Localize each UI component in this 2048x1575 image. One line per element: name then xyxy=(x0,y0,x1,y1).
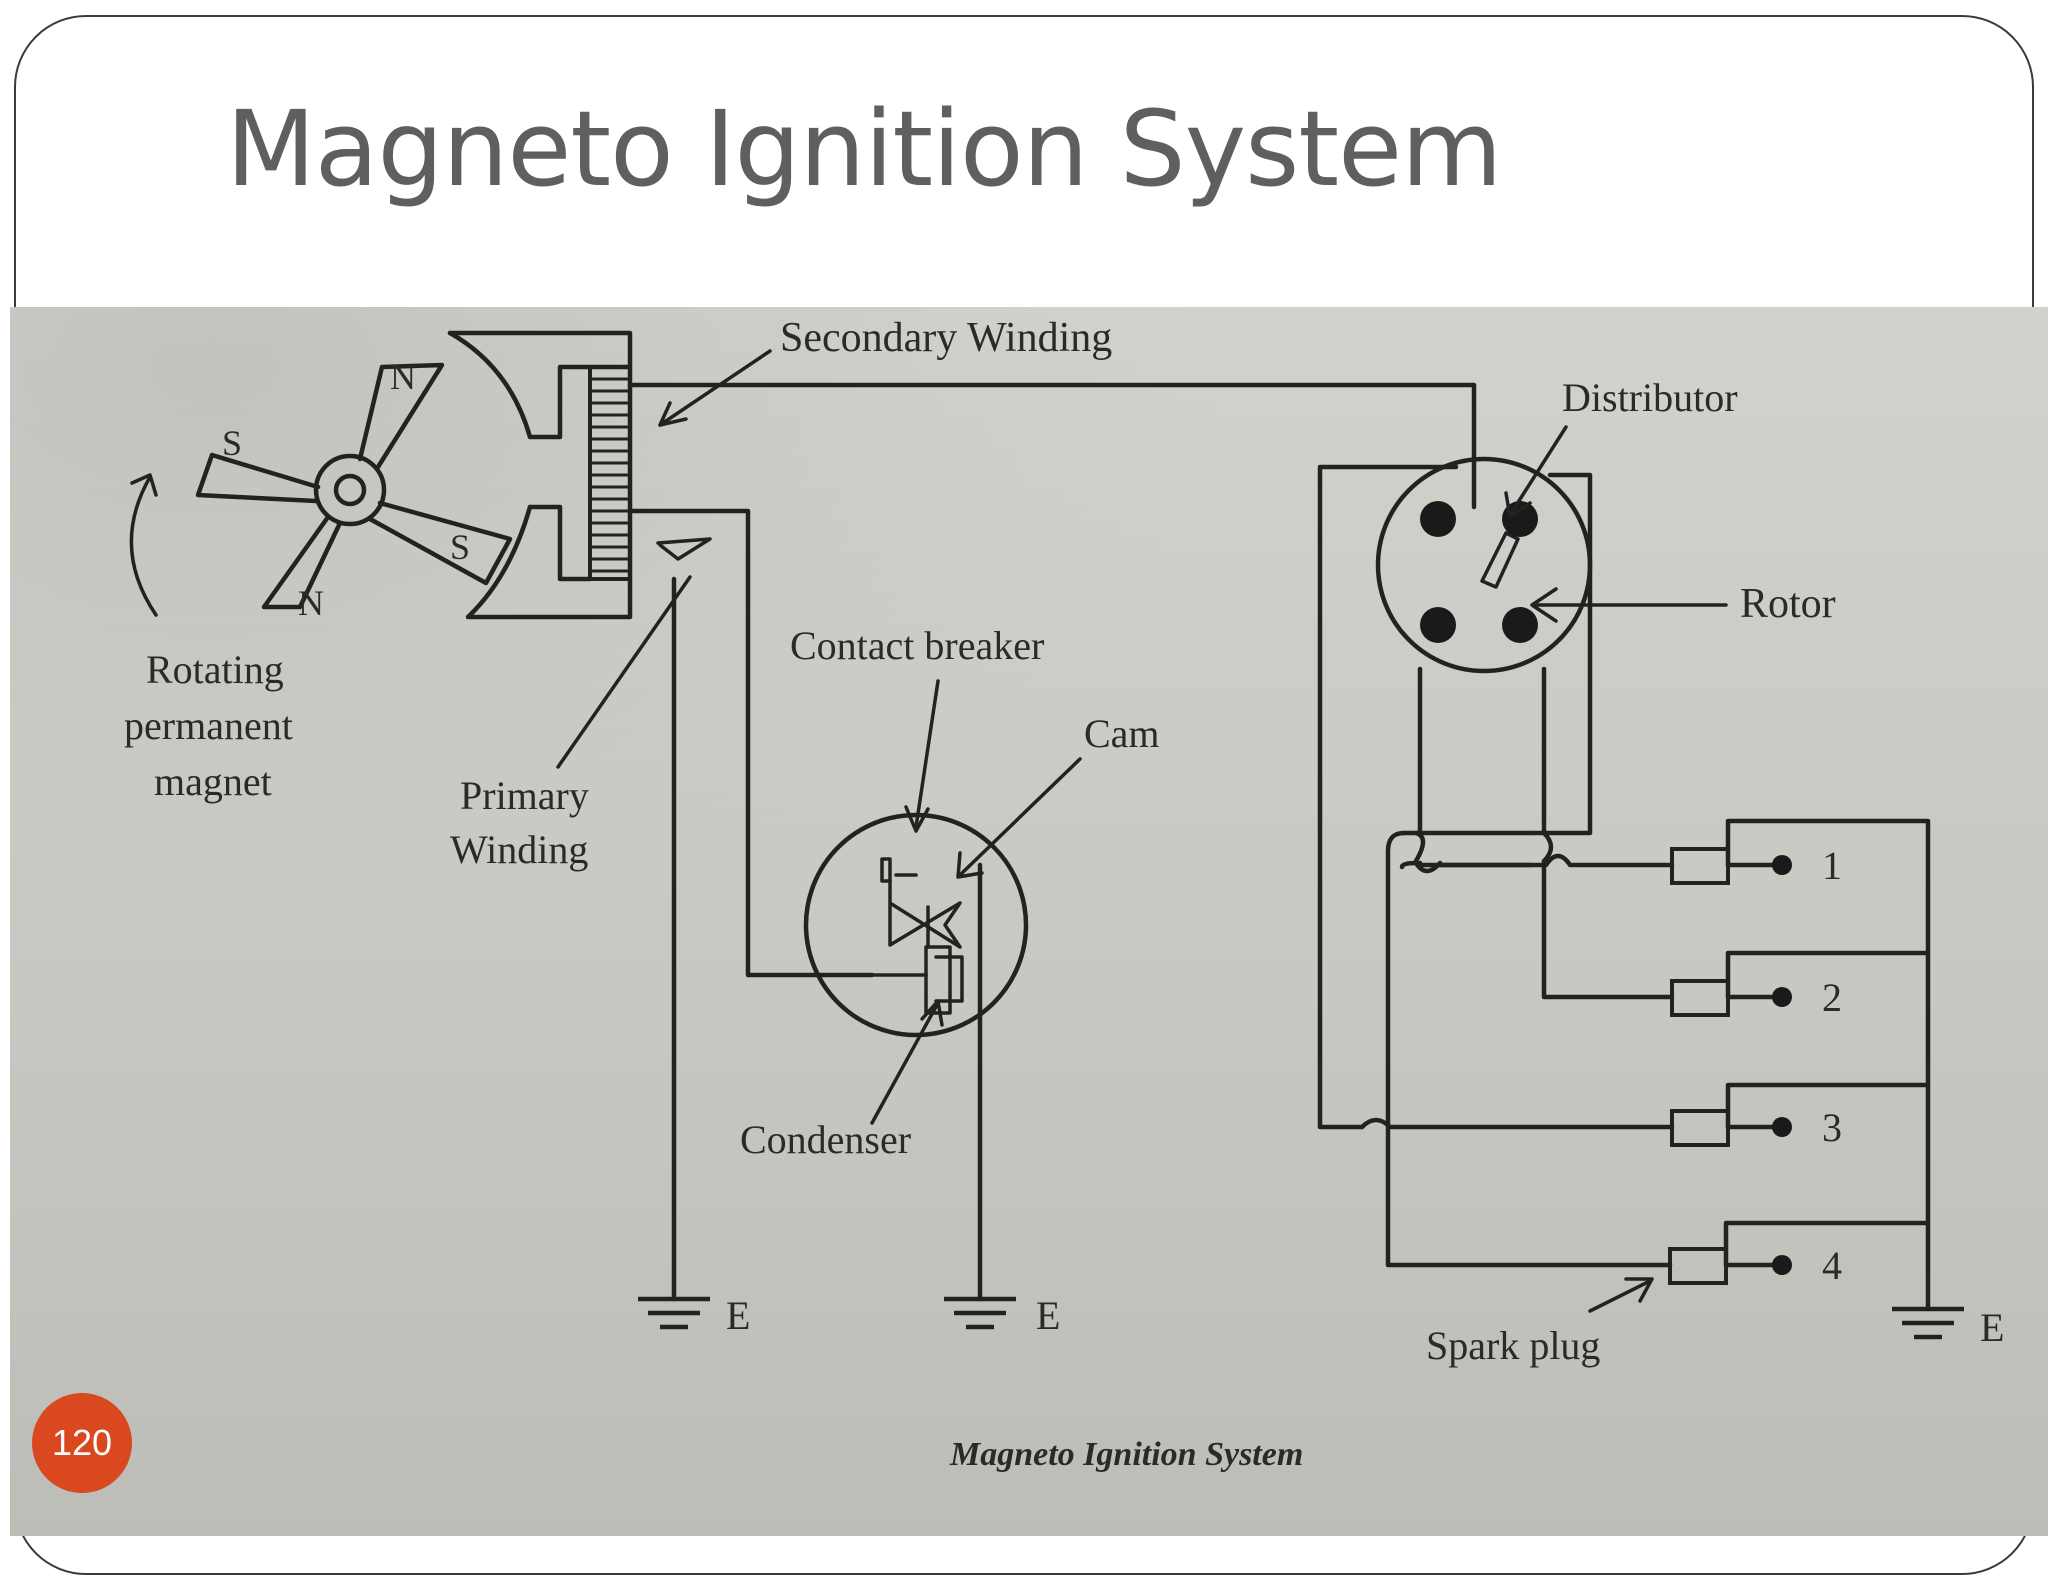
spark-plug-3 xyxy=(1670,1082,1931,1147)
rotating-magnet: N S S N xyxy=(129,357,513,623)
rotation-arrow-icon xyxy=(129,475,158,617)
rotating-magnet-label-1: Rotating xyxy=(146,647,284,692)
ground-symbol-3 xyxy=(1892,1306,1964,1340)
winding-turns xyxy=(590,377,630,573)
pole-s-right: S xyxy=(450,527,470,567)
primary-winding-pointer xyxy=(556,575,692,769)
distributor-assembly xyxy=(1317,456,1673,1268)
cam-label: Cam xyxy=(1084,711,1160,756)
spark-plug-label: Spark plug xyxy=(1426,1323,1600,1368)
spark-plug-1 xyxy=(1670,818,1931,1310)
rotating-magnet-label-2: permanent xyxy=(124,703,293,748)
plug-1-label: 1 xyxy=(1822,843,1842,888)
earth-label-2: E xyxy=(1036,1293,1060,1338)
rotor-arm xyxy=(1480,531,1520,589)
page-number-badge: 120 xyxy=(32,1393,132,1493)
contact-breaker-label: Contact breaker xyxy=(790,623,1044,668)
secondary-winding-pointer xyxy=(658,349,772,427)
slide-title: Magneto Ignition System xyxy=(226,88,1502,210)
magneto-ignition-diagram: N S S N Rotating permanent magnet xyxy=(10,307,2048,1536)
primary-lead xyxy=(627,508,875,978)
ground-symbol-2 xyxy=(944,1296,1016,1330)
pole-n-top: N xyxy=(390,357,416,397)
rotor-label: Rotor xyxy=(1740,581,1836,627)
pole-s-left: S xyxy=(222,423,242,463)
cam-pointer xyxy=(958,757,1082,877)
contact-breaker-assembly xyxy=(803,812,1029,1302)
contact-breaker-pointer xyxy=(914,679,940,829)
plug-4-label: 4 xyxy=(1822,1243,1842,1288)
primary-winding-label-2: Winding xyxy=(450,827,588,872)
spark-plug-pointer xyxy=(1588,1279,1652,1313)
earth-label-1: E xyxy=(726,1293,750,1338)
plug-3-label: 3 xyxy=(1822,1105,1842,1150)
plug-2-label: 2 xyxy=(1822,975,1842,1020)
distributor-label: Distributor xyxy=(1562,375,1738,420)
rotating-magnet-label-3: magnet xyxy=(154,759,272,804)
secondary-winding-label: Secondary Winding xyxy=(780,315,1112,361)
diagram-photo: N S S N Rotating permanent magnet xyxy=(10,307,2048,1536)
distributor-pointer xyxy=(1508,425,1568,517)
pole-n-bottom: N xyxy=(298,583,324,623)
condenser-pointer xyxy=(870,1001,940,1125)
secondary-lead xyxy=(627,382,1477,510)
armature-coil xyxy=(447,330,633,620)
spark-plug-2 xyxy=(1670,950,1931,1017)
diagram-caption: Magneto Ignition System xyxy=(949,1436,1303,1473)
spark-plug-4 xyxy=(1668,1220,1931,1285)
primary-winding-label-1: Primary xyxy=(460,773,589,818)
condenser-label: Condenser xyxy=(740,1117,911,1162)
ground-symbol-1 xyxy=(638,1296,710,1330)
earth-label-3: E xyxy=(1980,1305,2004,1350)
